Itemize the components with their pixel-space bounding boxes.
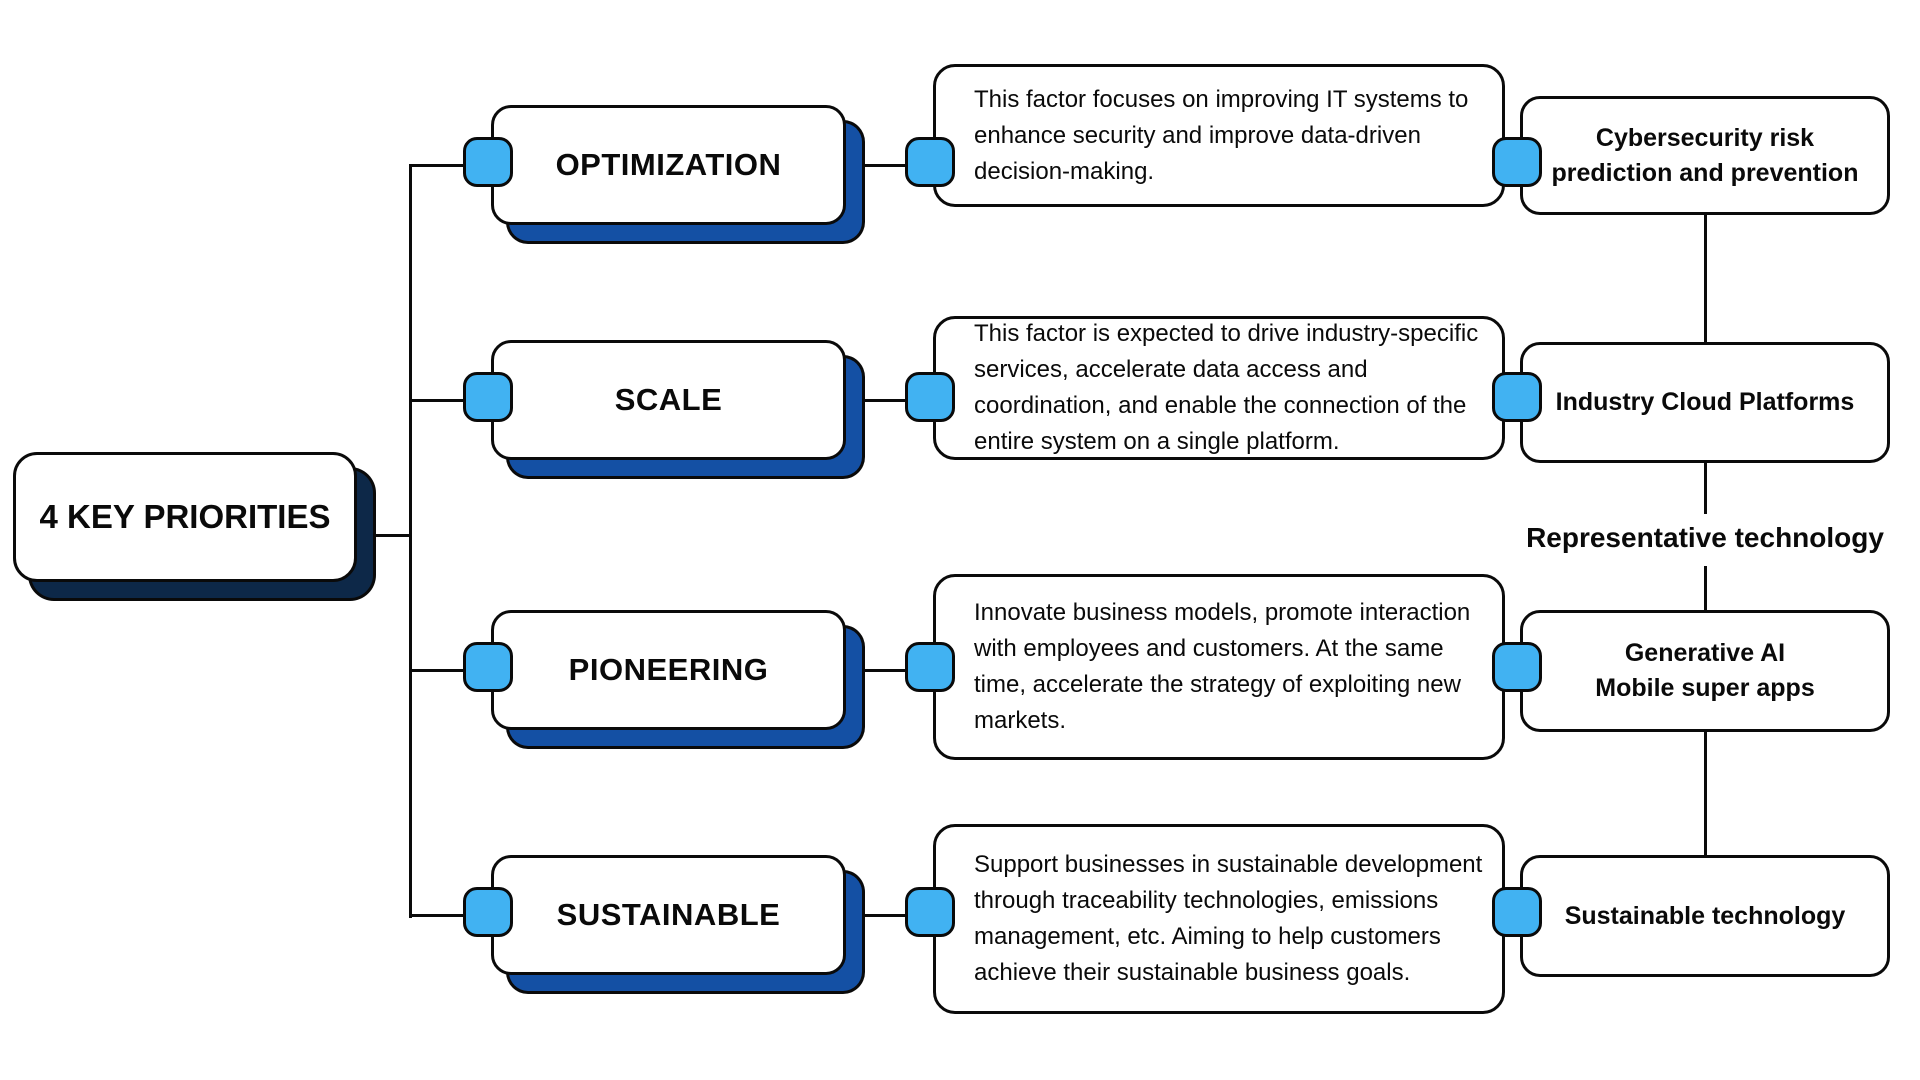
- title-to-description-line-optimization: [846, 164, 912, 167]
- priority-box-sustainable: SUSTAINABLE: [491, 855, 846, 975]
- technology-box-cybersecurity: Cybersecurity risk prediction and preven…: [1520, 96, 1890, 215]
- root-priorities-box: 4 KEY PRIORITIES: [13, 452, 357, 582]
- priority-label-sustainable: SUSTAINABLE: [556, 897, 781, 932]
- branch-line-pioneering: [409, 669, 469, 672]
- node-badge-icon: [1492, 642, 1542, 692]
- priority-box-scale: SCALE: [491, 340, 846, 460]
- node-badge-icon: [1492, 887, 1542, 937]
- branch-line-scale: [409, 399, 469, 402]
- description-box-pioneering: Innovate business models, promote intera…: [933, 574, 1505, 760]
- node-badge-icon: [905, 372, 955, 422]
- node-badge-icon: [463, 372, 513, 422]
- tree-trunk-line: [409, 164, 412, 918]
- priority-label-pioneering: PIONEERING: [568, 652, 769, 687]
- representative-technology-label: Representative technology: [1500, 522, 1910, 554]
- technology-box-sustainable-technology: Sustainable technology: [1520, 855, 1890, 977]
- node-badge-icon: [905, 137, 955, 187]
- technology-label-generative-ai: Generative AI Mobile super apps: [1595, 639, 1815, 702]
- root-connector-line: [356, 534, 412, 537]
- node-badge-icon: [463, 887, 513, 937]
- description-box-optimization: This factor focuses on improving IT syst…: [933, 64, 1505, 207]
- node-badge-icon: [1492, 137, 1542, 187]
- node-badge-icon: [905, 642, 955, 692]
- technology-label-industry-cloud: Industry Cloud Platforms: [1555, 388, 1855, 416]
- priority-box-optimization: OPTIMIZATION: [491, 105, 846, 225]
- title-to-description-line-sustainable: [846, 914, 912, 917]
- technology-column-line-segment-2: [1704, 462, 1707, 514]
- node-badge-icon: [463, 642, 513, 692]
- description-text-sustainable: Support businesses in sustainable develo…: [974, 851, 1483, 986]
- priority-label-scale: SCALE: [614, 382, 723, 417]
- technology-label-cybersecurity: Cybersecurity risk prediction and preven…: [1551, 123, 1859, 187]
- description-text-scale: This factor is expected to drive industr…: [974, 320, 1479, 455]
- description-text-pioneering: Innovate business models, promote intera…: [974, 599, 1471, 734]
- technology-label-sustainable-technology: Sustainable technology: [1564, 901, 1846, 930]
- node-badge-icon: [905, 887, 955, 937]
- priority-box-pioneering: PIONEERING: [491, 610, 846, 730]
- title-to-description-line-scale: [846, 399, 912, 402]
- technology-column-line-segment-1: [1704, 214, 1707, 344]
- technology-box-generative-ai: Generative AI Mobile super apps: [1520, 610, 1890, 732]
- description-box-scale: This factor is expected to drive industr…: [933, 316, 1505, 460]
- technology-column-line-segment-3: [1704, 566, 1707, 612]
- node-badge-icon: [463, 137, 513, 187]
- technology-box-industry-cloud: Industry Cloud Platforms: [1520, 342, 1890, 463]
- branch-line-optimization: [409, 164, 469, 167]
- node-badge-icon: [1492, 372, 1542, 422]
- branch-line-sustainable: [409, 914, 469, 917]
- priority-label-optimization: OPTIMIZATION: [555, 147, 782, 182]
- description-box-sustainable: Support businesses in sustainable develo…: [933, 824, 1505, 1014]
- technology-column-line-segment-4: [1704, 730, 1707, 856]
- root-priorities-label: 4 KEY PRIORITIES: [39, 498, 331, 536]
- description-text-optimization: This factor focuses on improving IT syst…: [974, 85, 1469, 185]
- title-to-description-line-pioneering: [846, 669, 912, 672]
